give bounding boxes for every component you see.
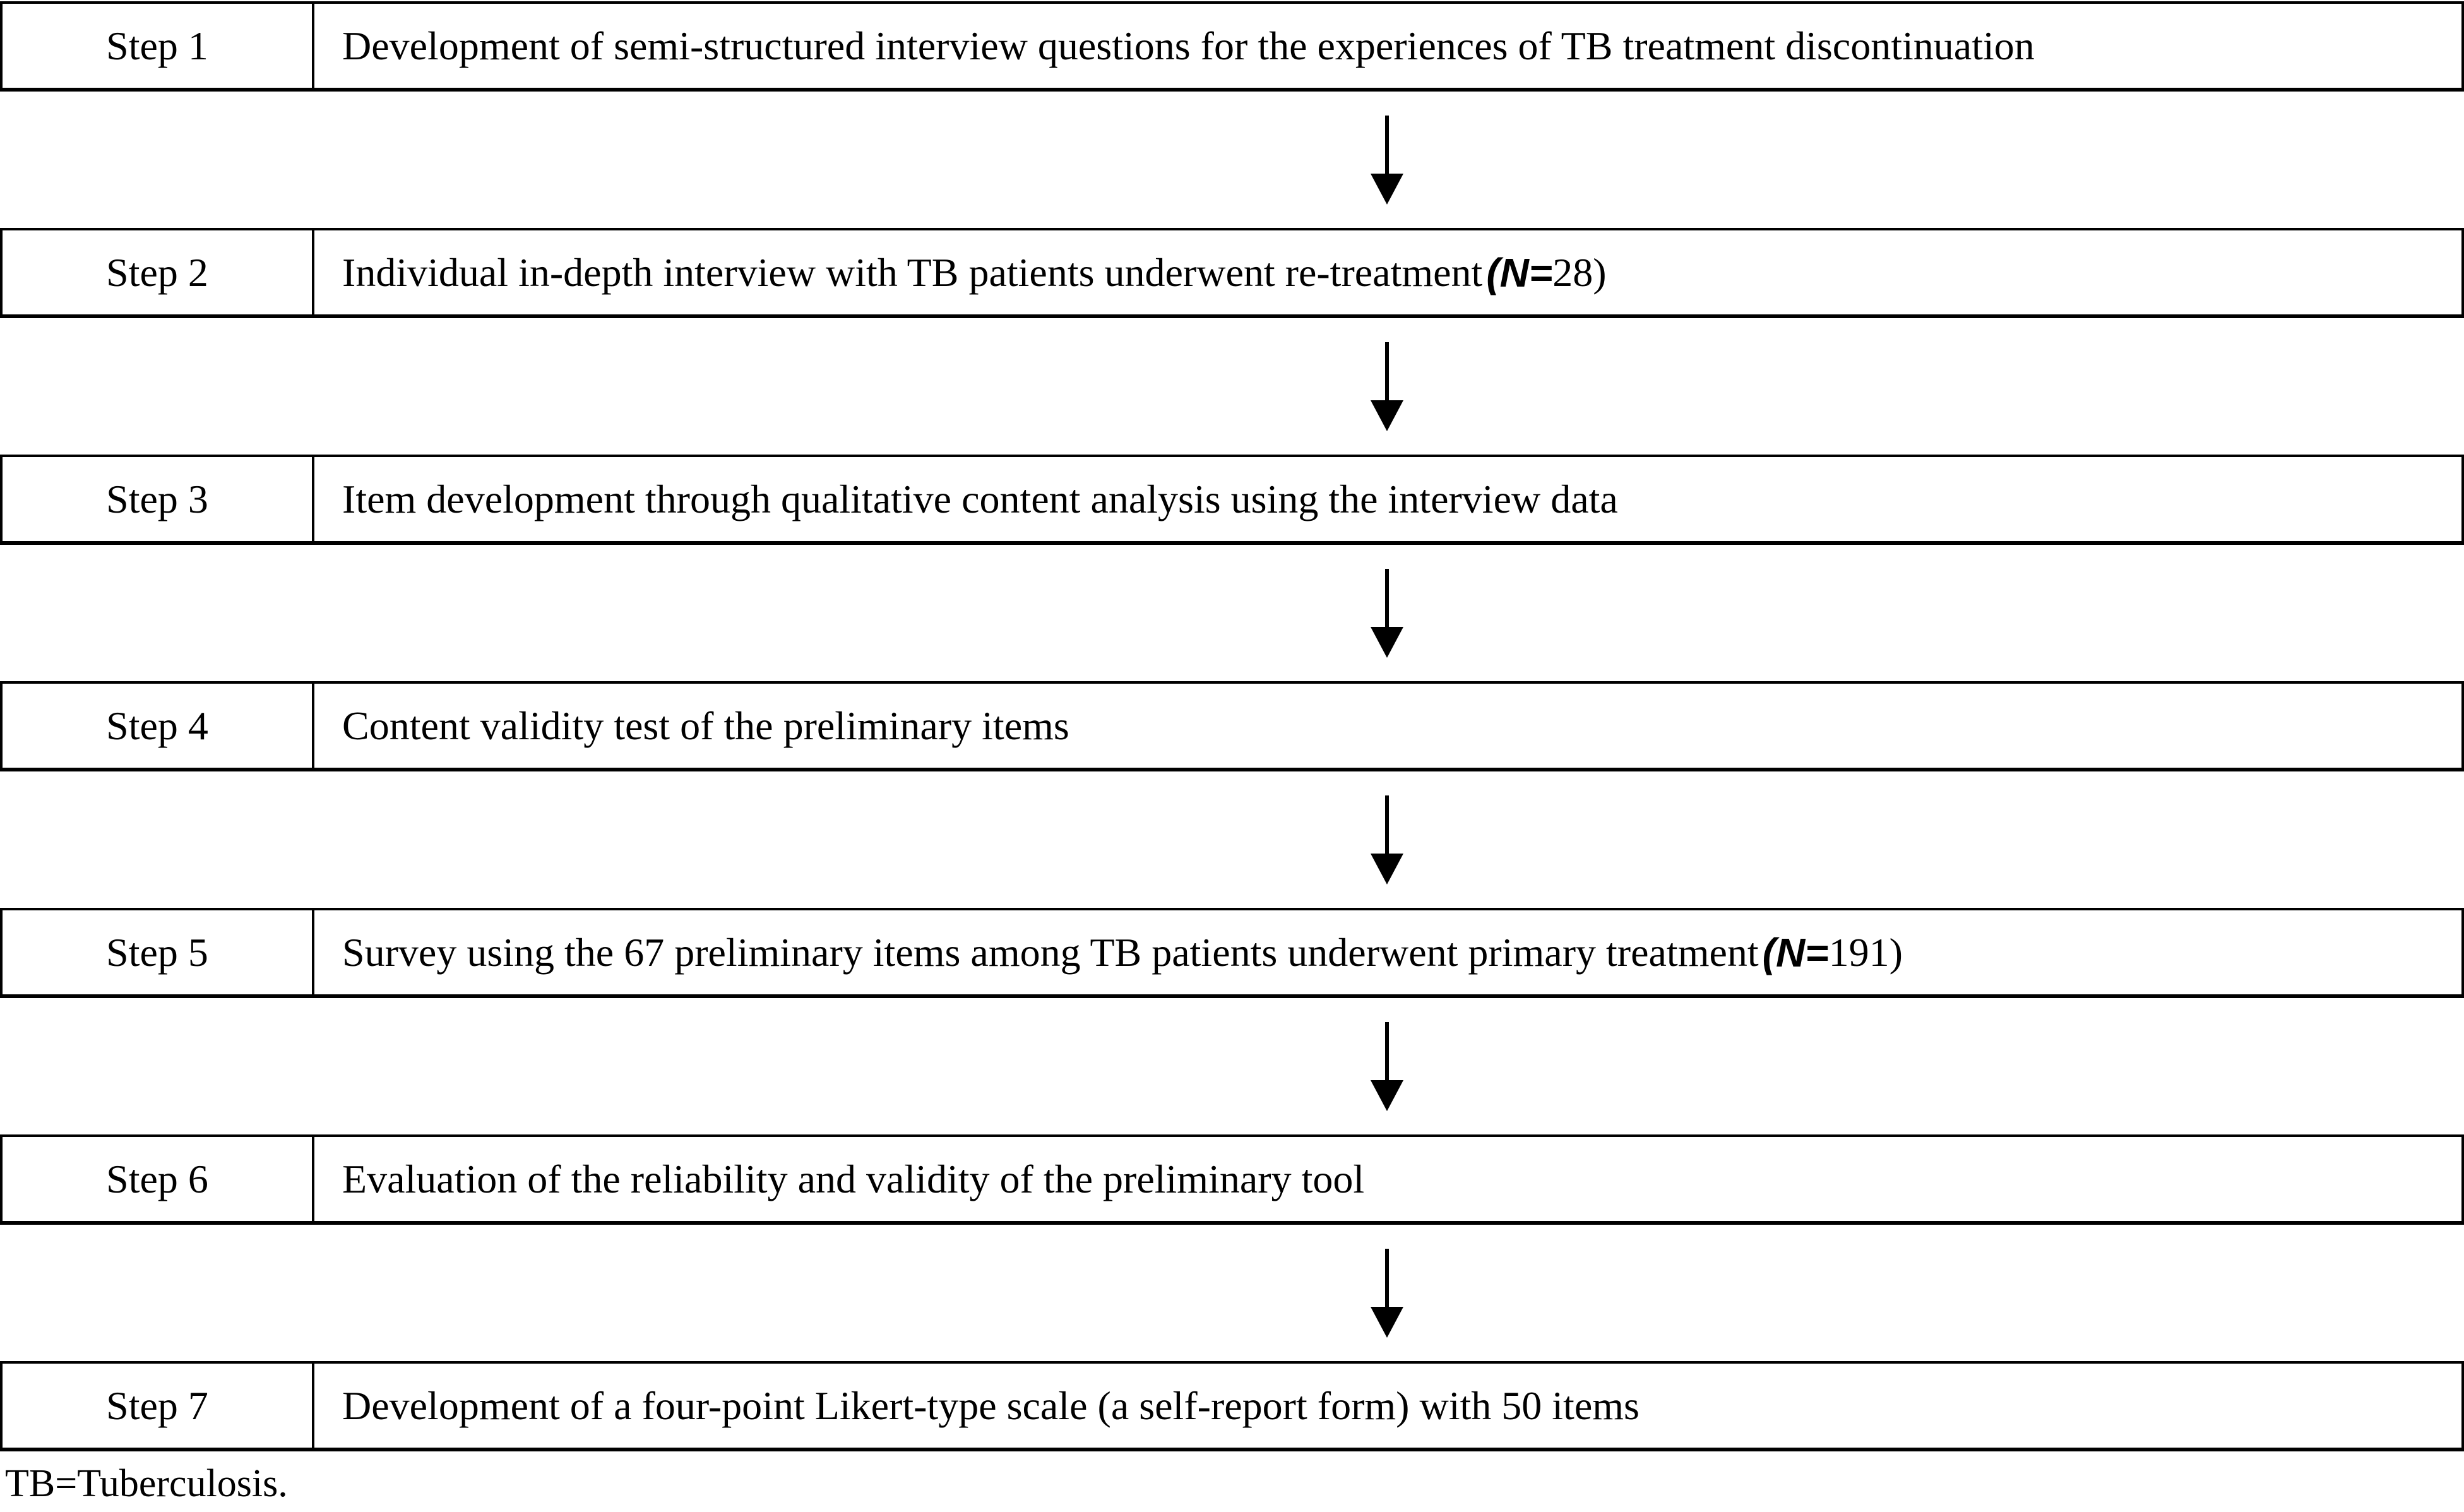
step-description: Evaluation of the reliability and validi… <box>314 1137 2461 1221</box>
footnote: TB=Tuberculosis. <box>5 1462 288 1505</box>
arrow-head <box>1371 174 1403 205</box>
arrow-stem <box>1385 1249 1389 1307</box>
down-arrow-icon <box>1371 795 1403 884</box>
arrow-stem <box>1385 569 1389 627</box>
step-description-text: Survey using the 67 preliminary items am… <box>342 929 1759 975</box>
sample-size-value: 28) <box>1552 249 1607 295</box>
sample-size-variable: (N= <box>1762 929 1829 975</box>
step-description: Development of semi-structured interview… <box>314 4 2461 88</box>
step-label: Step 1 <box>3 4 314 88</box>
step-label: Step 4 <box>3 684 314 768</box>
flow-connector-3 <box>0 545 2464 681</box>
arrow-stem <box>1385 116 1389 174</box>
step-label: Step 3 <box>3 457 314 541</box>
down-arrow-icon <box>1371 569 1403 658</box>
step-description-text: Development of a four-point Likert-type … <box>342 1383 1640 1428</box>
down-arrow-icon <box>1371 1249 1403 1338</box>
step-description: Development of a four-point Likert-type … <box>314 1364 2461 1448</box>
step-description: Content validity test of the preliminary… <box>314 684 2461 768</box>
step-description-text: Item development through qualitative con… <box>342 476 1618 521</box>
arrow-head <box>1371 400 1403 431</box>
step-description-text: Individual in-depth interview with TB pa… <box>342 249 1483 295</box>
step-label: Step 6 <box>3 1137 314 1221</box>
arrow-head <box>1371 854 1403 884</box>
down-arrow-icon <box>1371 342 1403 431</box>
flow-connector-2 <box>0 318 2464 455</box>
down-arrow-icon <box>1371 1022 1403 1111</box>
step-description: Individual in-depth interview with TB pa… <box>314 230 2461 314</box>
step-row-4: Step 4 Content validity test of the prel… <box>0 681 2464 771</box>
sample-size-variable: (N= <box>1486 249 1553 295</box>
flow-connector-5 <box>0 998 2464 1134</box>
step-description: Item development through qualitative con… <box>314 457 2461 541</box>
arrow-head <box>1371 627 1403 658</box>
sample-size-value: 191) <box>1828 929 1903 975</box>
arrow-stem <box>1385 342 1389 400</box>
step-row-2: Step 2 Individual in-depth interview wit… <box>0 228 2464 318</box>
arrow-head <box>1371 1080 1403 1111</box>
flow-connector-1 <box>0 92 2464 228</box>
arrow-stem <box>1385 1022 1389 1080</box>
step-description-text: Content validity test of the preliminary… <box>342 703 1069 748</box>
step-label: Step 2 <box>3 230 314 314</box>
arrow-head <box>1371 1307 1403 1338</box>
flow-connector-4 <box>0 771 2464 908</box>
step-description-text: Evaluation of the reliability and validi… <box>342 1156 1365 1201</box>
step-label: Step 5 <box>3 910 314 994</box>
down-arrow-icon <box>1371 116 1403 205</box>
step-description-text: Development of semi-structured interview… <box>342 23 2035 68</box>
step-row-6: Step 6 Evaluation of the reliability and… <box>0 1134 2464 1225</box>
step-row-5: Step 5 Survey using the 67 preliminary i… <box>0 908 2464 998</box>
arrow-stem <box>1385 795 1389 854</box>
step-row-1: Step 1 Development of semi-structured in… <box>0 1 2464 92</box>
step-row-3: Step 3 Item development through qualitat… <box>0 455 2464 545</box>
step-description: Survey using the 67 preliminary items am… <box>314 910 2461 994</box>
step-row-7: Step 7 Development of a four-point Liker… <box>0 1361 2464 1451</box>
step-label: Step 7 <box>3 1364 314 1448</box>
flow-connector-6 <box>0 1225 2464 1361</box>
